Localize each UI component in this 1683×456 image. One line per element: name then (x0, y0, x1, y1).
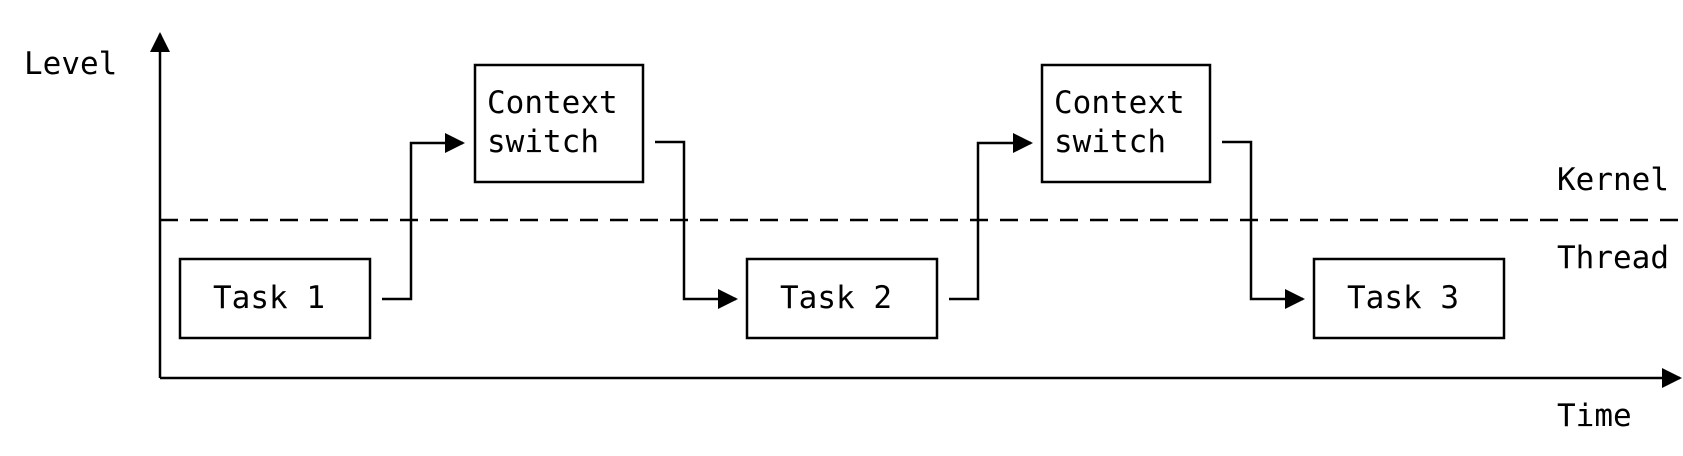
context-switch-1-line1: Context (487, 85, 618, 121)
arrow-task1-to-switch1 (382, 133, 465, 301)
context-switch-1-box (473, 63, 645, 184)
task-3-box (1312, 257, 1506, 340)
thread-level-label: Thread (1557, 240, 1669, 276)
context-switch-1-line2: switch (487, 124, 599, 160)
task-2-label: Task 2 (780, 280, 892, 316)
kernel-level-label: Kernel (1557, 162, 1669, 198)
arrow-switch1-to-task2 (655, 140, 738, 309)
arrow-switch2-to-task3 (1222, 140, 1305, 309)
task-1-box (178, 257, 372, 340)
context-switch-2-line2: switch (1054, 124, 1166, 160)
x-axis-label: Time (1557, 398, 1632, 434)
y-axis-label: Level (24, 46, 117, 82)
task-2-box (745, 257, 939, 340)
task-3-label: Task 3 (1347, 280, 1459, 316)
task-1-label: Task 1 (213, 280, 325, 316)
arrow-task2-to-switch2 (949, 133, 1033, 301)
context-switch-2-box (1040, 63, 1212, 184)
context-switch-2-line1: Context (1054, 85, 1185, 121)
